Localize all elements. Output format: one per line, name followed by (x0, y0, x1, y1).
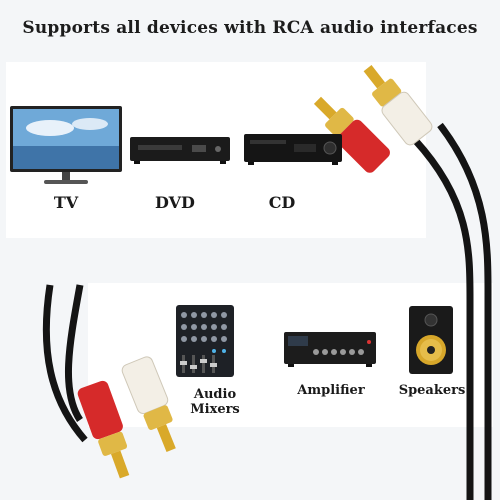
device-label-tv: TV (53, 193, 79, 212)
audio-mixer-icon (176, 305, 234, 377)
dvd-player-icon (130, 137, 230, 164)
speaker-icon (409, 306, 453, 374)
cable-wire (412, 137, 474, 500)
cd-player-icon (244, 134, 342, 165)
rca-plug-red-bottom (77, 380, 130, 479)
device-label-audio-mixers: Audio Mixers (190, 387, 240, 417)
cable-wire (437, 122, 492, 500)
device-label-dvd: DVD (155, 193, 195, 212)
headline: Supports all devices with RCA audio inte… (22, 18, 478, 38)
rca-plug-white-bottom (121, 356, 176, 452)
rca-plug-white-top (363, 65, 433, 146)
cable-wire (64, 284, 84, 422)
tv-icon (10, 106, 122, 184)
device-label-cd: CD (268, 193, 296, 212)
cable-wire (42, 284, 88, 443)
amplifier-icon (284, 332, 376, 367)
device-label-speakers: Speakers (398, 383, 466, 398)
rca-plug-red-top (313, 96, 390, 173)
device-label-amplifier: Amplifier (297, 383, 365, 398)
